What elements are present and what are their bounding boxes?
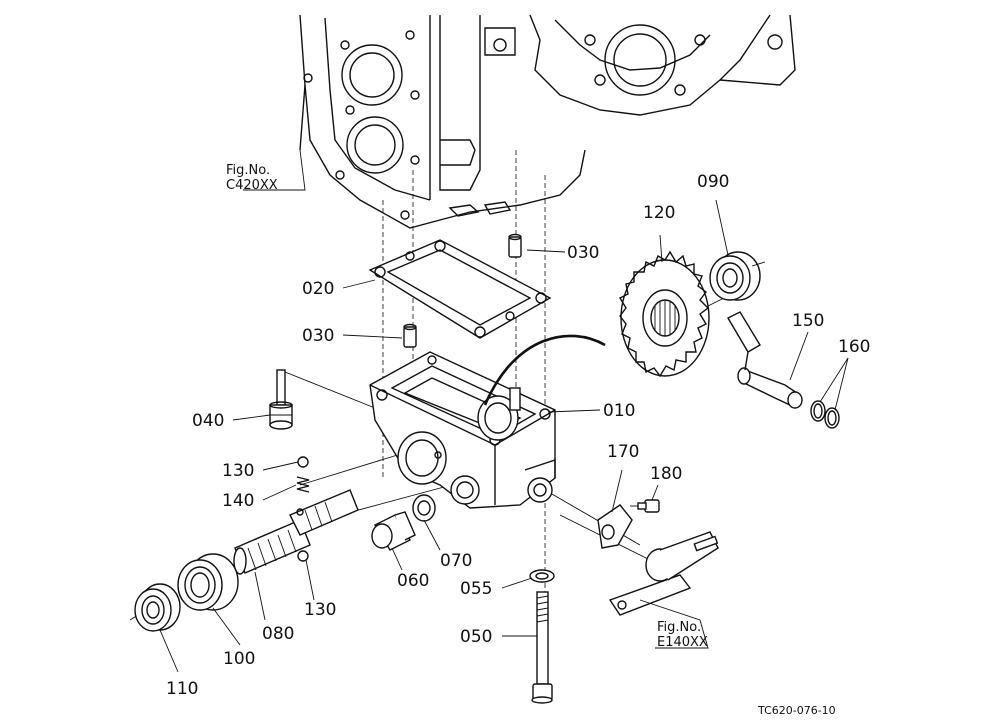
label-110: 110 xyxy=(166,679,198,699)
bolt-040 xyxy=(269,369,293,430)
fig-ref-e140xx-line2: E140XX xyxy=(657,635,708,650)
shaft-150 xyxy=(727,311,803,409)
bearing-100 xyxy=(177,553,239,611)
label-100: 100 xyxy=(223,649,255,669)
dowel-pin-030-upper xyxy=(508,233,522,258)
label-130-lower: 130 xyxy=(304,600,336,620)
gear-to-housing-link xyxy=(483,334,606,406)
engine-block xyxy=(299,14,796,229)
bolt-180 xyxy=(630,499,660,513)
fig-ref-c420xx-line1: Fig.No. xyxy=(226,163,270,178)
lever-assembly xyxy=(608,531,719,616)
label-060: 060 xyxy=(397,571,429,591)
drawing-code: TC620-076-10 xyxy=(757,704,836,717)
washer-055 xyxy=(529,569,555,583)
spring-140 xyxy=(296,476,310,493)
label-030-upper: 030 xyxy=(567,243,599,263)
label-055: 055 xyxy=(460,579,492,599)
ball-130-upper xyxy=(297,456,309,468)
fig-ref-e140xx-line1: Fig.No. xyxy=(657,620,701,635)
label-170: 170 xyxy=(607,442,639,462)
label-150: 150 xyxy=(792,311,824,331)
label-010: 010 xyxy=(603,401,635,421)
stopper-170 xyxy=(597,504,633,549)
label-130-upper: 130 xyxy=(222,461,254,481)
o-rings-160 xyxy=(810,400,840,429)
dowel-pin-030-lower xyxy=(403,323,417,348)
label-030-lower: 030 xyxy=(302,326,334,346)
label-120: 120 xyxy=(643,203,675,223)
plug-060 xyxy=(371,511,416,551)
bolt-050 xyxy=(531,591,553,704)
label-020: 020 xyxy=(302,279,334,299)
shaft-080 xyxy=(233,489,359,575)
gasket-020 xyxy=(368,239,552,339)
label-160: 160 xyxy=(838,337,870,357)
gear-120 xyxy=(619,250,710,378)
bearing-090 xyxy=(709,251,766,301)
fig-ref-c420xx-line2: C420XX xyxy=(226,178,278,193)
bearing-110 xyxy=(134,583,181,632)
housing-010 xyxy=(369,351,556,509)
label-140: 140 xyxy=(222,491,254,511)
ball-130-lower xyxy=(297,550,309,562)
label-180: 180 xyxy=(650,464,682,484)
leader-lines xyxy=(159,149,849,673)
label-090: 090 xyxy=(697,172,729,192)
label-070: 070 xyxy=(440,551,472,571)
label-040: 040 xyxy=(192,411,224,431)
label-050: 050 xyxy=(460,627,492,647)
washer-070 xyxy=(412,494,436,522)
label-080: 080 xyxy=(262,624,294,644)
